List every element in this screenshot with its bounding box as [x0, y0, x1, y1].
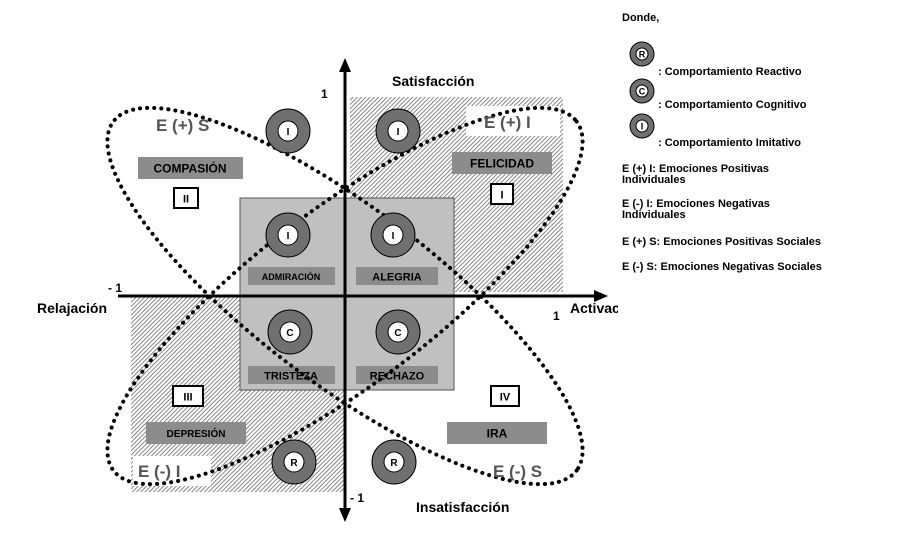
- svg-text:C: C: [394, 328, 401, 339]
- legend-symbol-reactivo: R: [629, 41, 655, 67]
- legend: Donde, R : Comportamiento Reactivo C : C…: [618, 0, 917, 554]
- label-box-e-neg-s: [468, 455, 568, 485]
- group-label-e-neg-s: E (-) S: [493, 462, 542, 481]
- ellipse-individual: [105, 105, 585, 487]
- svg-text:III: III: [183, 392, 192, 404]
- emotion-label-alegria: ALEGRIA: [372, 272, 422, 284]
- svg-text:I: I: [392, 231, 395, 242]
- axis-label-insatisfaccion: Insatisfacción: [416, 499, 509, 515]
- emotion-box-ira: [447, 422, 547, 444]
- svg-text:II: II: [183, 194, 189, 206]
- emotion-box-tristeza: [248, 366, 335, 384]
- marker-cognitivo-rechazo: C: [375, 309, 421, 355]
- emotion-label-compasion: COMPASIÓN: [153, 161, 226, 176]
- quadrant-box-ii: II: [173, 187, 199, 209]
- legend-epi: E (+) I: Emociones Positivas Individuale…: [622, 163, 770, 186]
- x-axis-arrow-right: [594, 290, 608, 302]
- emotion-label-felicidad: FELICIDAD: [470, 157, 534, 171]
- emotion-box-felicidad: [452, 152, 552, 174]
- legend-text-imitativo: : Comportamiento Imitativo: [658, 137, 802, 149]
- emotion-label-admiracion: ADMIRACIÓN: [262, 271, 321, 282]
- emotion-label-rechazo: RECHAZO: [370, 371, 425, 383]
- marker-imitativo-e-pos-s: I: [265, 108, 311, 154]
- emotion-label-tristeza: TRISTEZA: [264, 371, 318, 383]
- svg-text:R: R: [290, 458, 298, 469]
- svg-text:IV: IV: [500, 392, 511, 404]
- quadrant-box-iii: III: [172, 385, 204, 407]
- marker-cognitivo-tristeza: C: [267, 309, 313, 355]
- svg-text:I: I: [500, 190, 503, 202]
- marker-imitativo-admiracion: I: [265, 212, 311, 258]
- emotion-quadrant-diagram: I II III IV I I I I C C: [37, 58, 618, 522]
- svg-text:I: I: [287, 127, 290, 138]
- axis-label-relajacion: Relajación: [37, 300, 107, 316]
- svg-text:C: C: [639, 87, 646, 97]
- marker-imitativo-alegria: I: [370, 212, 416, 258]
- svg-text:R: R: [639, 50, 646, 60]
- axis-label-activacion: Activación: [570, 300, 618, 316]
- svg-text:I: I: [287, 231, 290, 242]
- quadrant-box-iv: IV: [490, 385, 520, 407]
- svg-text:I: I: [641, 122, 644, 132]
- emotion-box-depresion: [146, 422, 246, 444]
- svg-text:C: C: [286, 328, 293, 339]
- legend-ens: E (-) S: Emociones Negativas Sociales: [622, 261, 822, 273]
- axis-label-satisfaccion: Satisfacción: [392, 73, 474, 89]
- legend-symbol-cognitivo: C: [629, 78, 655, 104]
- emotion-label-depresion: DEPRESIÓN: [167, 427, 226, 440]
- legend-symbol-imitativo: I: [629, 113, 655, 139]
- marker-reactivo-e-neg-s: R: [371, 439, 417, 485]
- emotion-label-ira: IRA: [487, 427, 508, 441]
- svg-text:R: R: [390, 458, 398, 469]
- legend-title: Donde,: [622, 12, 660, 24]
- marker-imitativo-e-pos-i: I: [375, 108, 421, 154]
- tick-y-top: 1: [321, 87, 328, 101]
- legend-text-cognitivo: : Comportamiento Cognitivo: [658, 99, 807, 111]
- tick-x-left: - 1: [108, 281, 122, 295]
- y-axis-arrow-up: [339, 58, 351, 72]
- quadrant-box-i: I: [490, 183, 514, 205]
- legend-eps: E (+) S: Emociones Positivas Sociales: [622, 236, 821, 248]
- legend-eni: E (-) I: Emociones Negativas Individuale…: [622, 198, 770, 221]
- tick-x-right-value: 1: [553, 309, 560, 323]
- group-label-e-pos-s: E (+) S: [156, 116, 209, 135]
- y-axis-arrow-down: [339, 508, 351, 522]
- group-label-e-neg-i: E (-) I: [138, 462, 181, 481]
- legend-text-reactivo: : Comportamiento Reactivo: [658, 66, 802, 78]
- svg-text:I: I: [397, 127, 400, 138]
- marker-reactivo-e-neg-i: R: [271, 439, 317, 485]
- emotion-box-admiracion: [248, 267, 335, 285]
- emotion-box-rechazo: [356, 366, 438, 384]
- tick-y-bottom: - 1: [350, 491, 364, 505]
- ellipse-social: [105, 105, 585, 487]
- group-label-e-pos-i: E (+) I: [484, 113, 531, 132]
- emotion-box-compasion: [138, 157, 243, 179]
- emotion-box-alegria: [356, 267, 438, 285]
